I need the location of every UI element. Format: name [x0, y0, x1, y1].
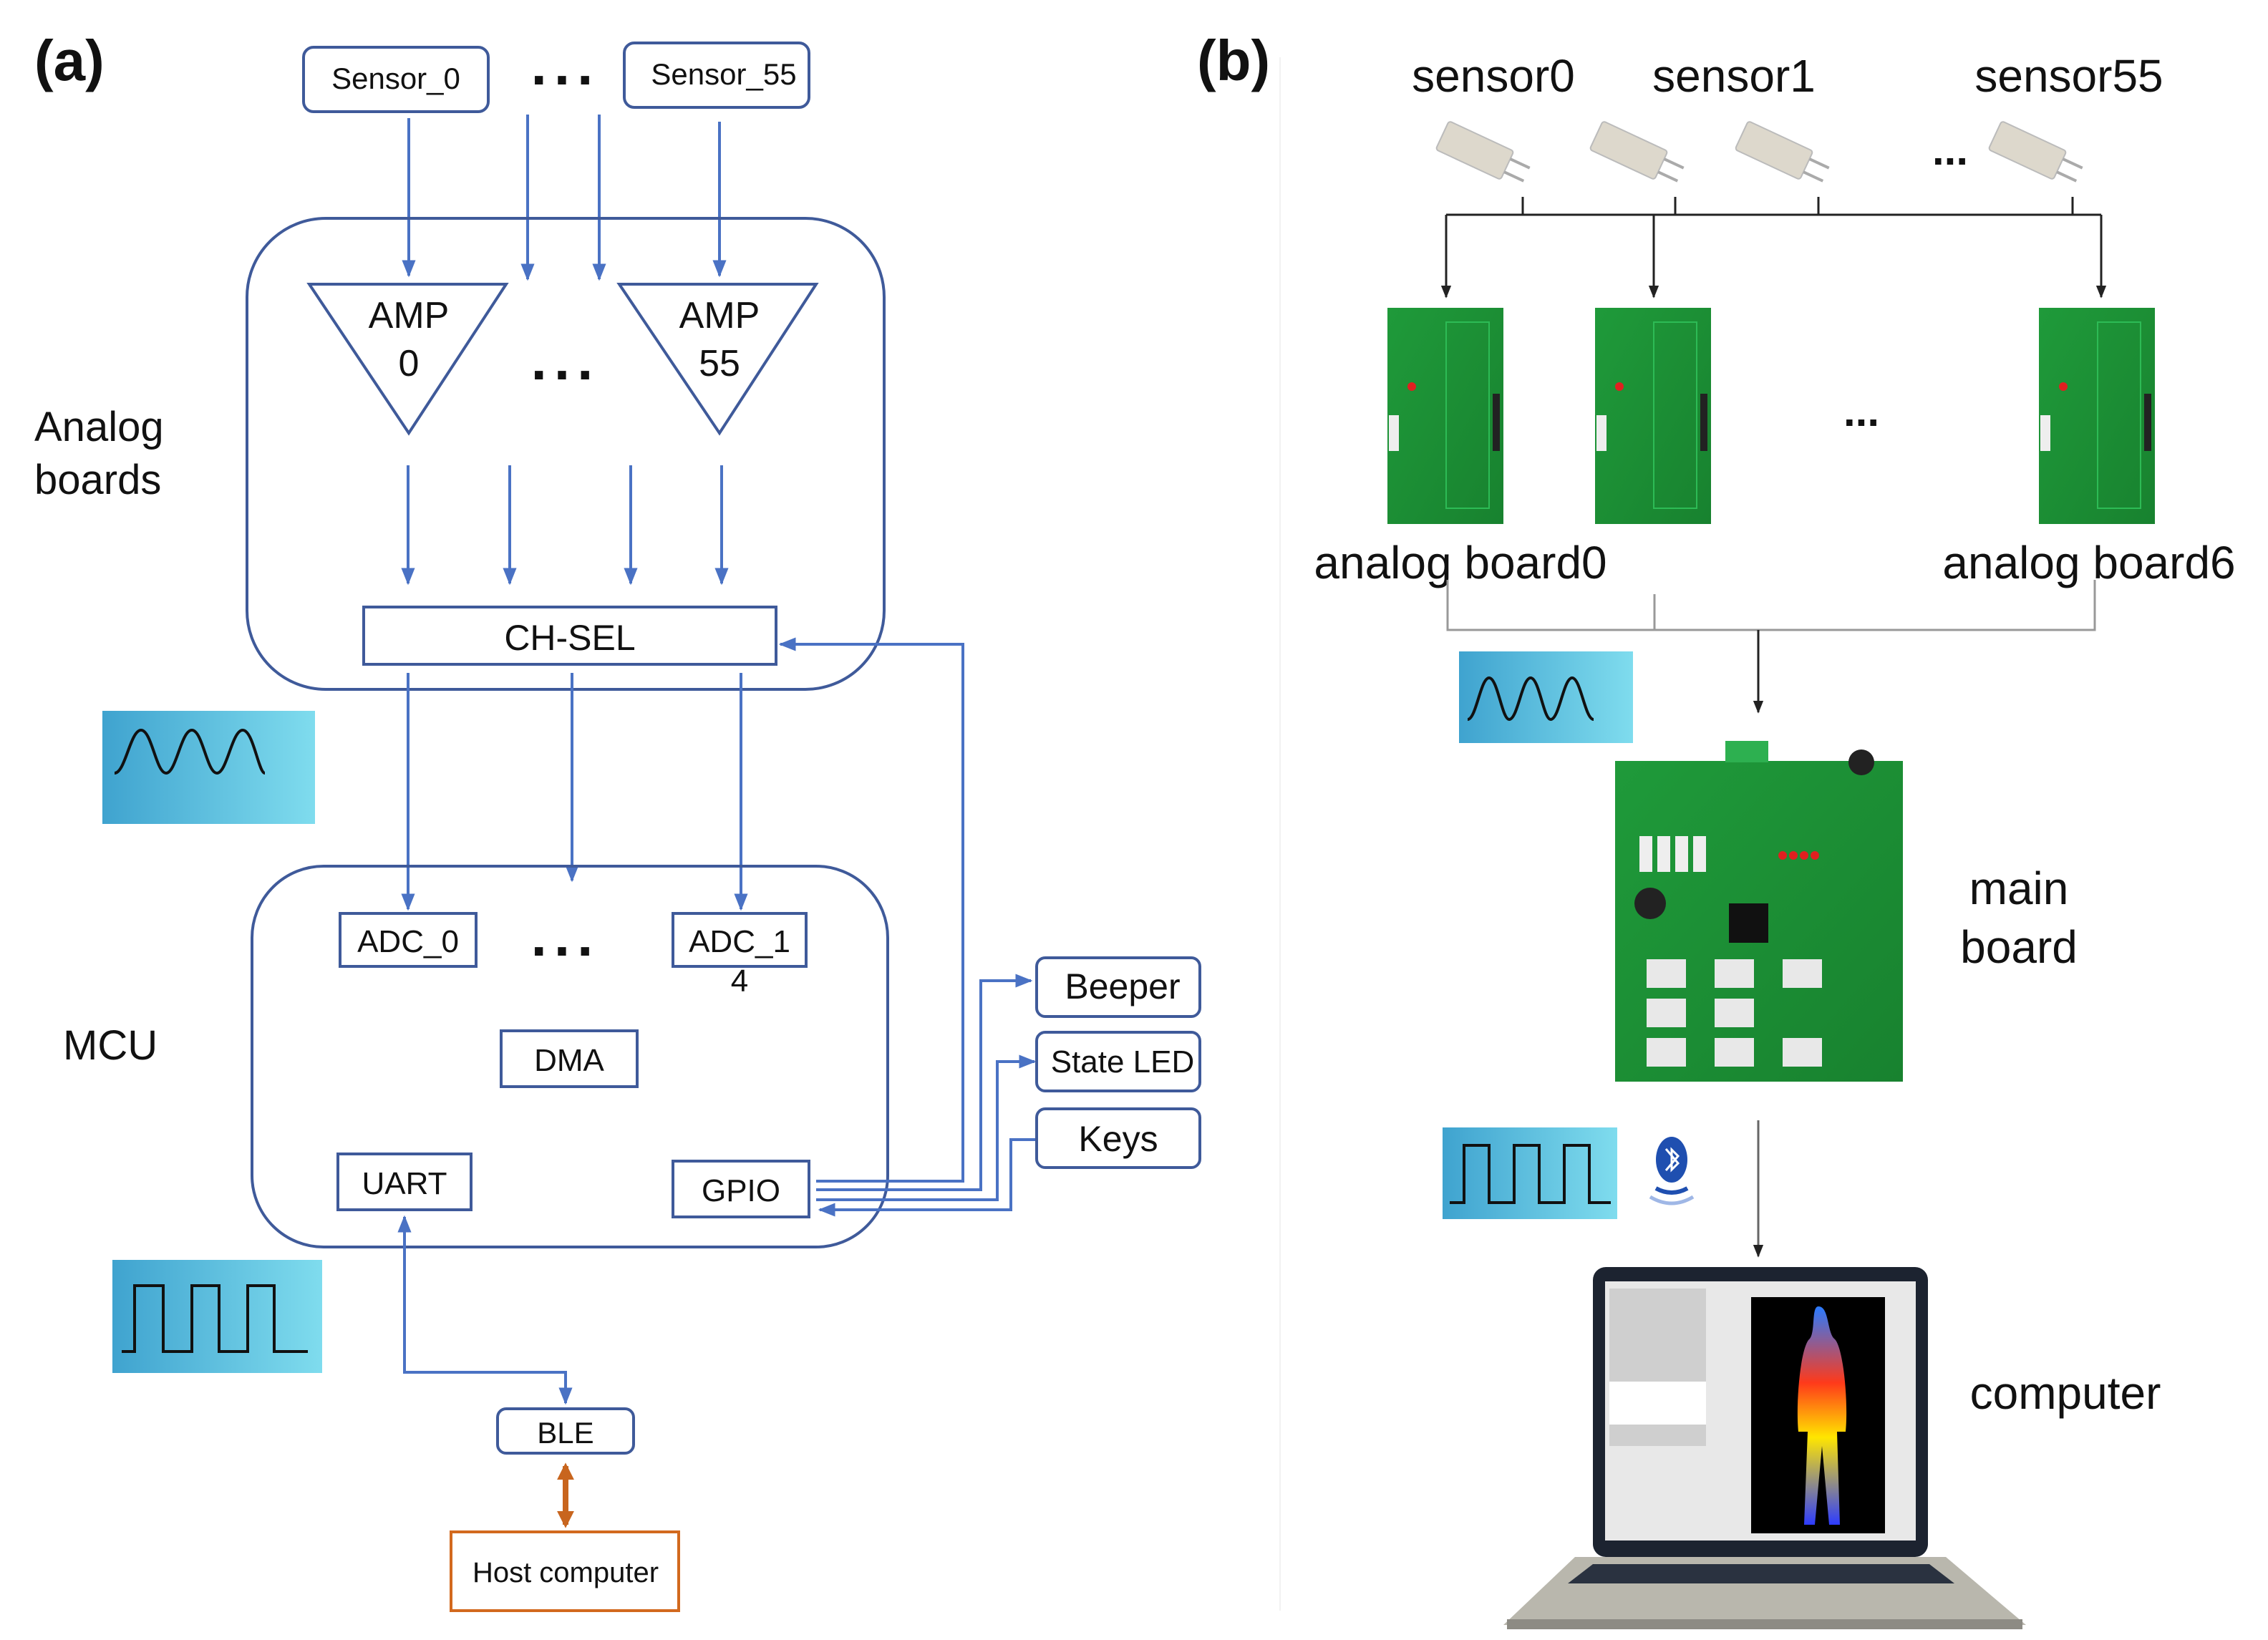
svg-text:Beeper: Beeper [1065, 966, 1180, 1006]
beeper-block: Beeper [1035, 956, 1201, 1018]
uart-ble-wire [403, 1217, 573, 1405]
svg-text:ADC_0: ADC_0 [357, 924, 459, 959]
mcu-label: MCU [63, 1022, 158, 1069]
svg-text:55: 55 [699, 343, 740, 384]
svg-text:ADC_1: ADC_1 [689, 924, 790, 959]
panel-b-label: (b) [1197, 29, 1270, 92]
square-wave-icon-b [1443, 1127, 1617, 1219]
sine-wave-icon [102, 711, 315, 824]
sensor-strip [1735, 121, 1830, 183]
panel-a-label: (a) [34, 29, 105, 92]
sensor0-label: sensor0 [1412, 50, 1575, 102]
mcu-group [251, 865, 889, 1248]
sensor-wires [402, 115, 727, 281]
svg-text:CH-SEL: CH-SEL [504, 618, 635, 658]
main-board-label-line2: board [1960, 921, 2078, 973]
chsel-adc-wires [401, 673, 748, 911]
sensor-strip [1988, 121, 2083, 183]
amp-55: AMP 55 [616, 283, 819, 436]
adc-ellipsis: ... [531, 904, 601, 968]
adc-0-block: ADC_0 [339, 912, 478, 968]
analog-board-6 [2039, 308, 2155, 524]
svg-text:BLE: BLE [537, 1416, 593, 1450]
svg-text:AMP: AMP [369, 295, 450, 336]
svg-text:AMP: AMP [679, 295, 760, 336]
analog-board0-label: analog board0 [1314, 537, 1606, 588]
main-board-label-line1: main [1969, 863, 2069, 914]
svg-text:0: 0 [399, 343, 420, 384]
amp-wires [401, 465, 729, 586]
analog-board6-label: analog board6 [1942, 537, 2235, 588]
bluetooth-icon [1649, 1137, 1695, 1205]
analog-bus [1446, 580, 2096, 714]
svg-text:UART: UART [362, 1166, 447, 1201]
state-led-block: State LED [1035, 1031, 1201, 1092]
analog-board-1 [1595, 308, 1711, 524]
svg-text:Sensor_55: Sensor_55 [651, 57, 796, 91]
svg-text:State LED: State LED [1051, 1044, 1195, 1079]
keys-block: Keys [1035, 1107, 1201, 1169]
analog-boards-label-line1: Analog [34, 404, 164, 450]
analog-boards-group [246, 217, 886, 691]
sensor-0-block: Sensor_0 [302, 46, 490, 113]
svg-text:DMA: DMA [534, 1043, 604, 1078]
ble-block: BLE [496, 1407, 635, 1455]
uart-block: UART [336, 1153, 472, 1211]
host-computer-block: Host computer [450, 1530, 680, 1612]
analog-board-0 [1387, 308, 1503, 524]
analog-board-ellipsis: ... [1843, 387, 1879, 435]
sensor-55-block: Sensor_55 [623, 42, 810, 109]
analog-boards-label-line2: boards [34, 457, 161, 503]
sensor-ellipsis: ... [531, 33, 601, 97]
sensor-strips [1435, 121, 2083, 183]
sensor-strip-ellipsis: ... [1932, 126, 1968, 174]
amp-ellipsis: ... [531, 328, 601, 392]
gpio-block: GPIO [672, 1160, 810, 1218]
computer-label: computer [1970, 1367, 2161, 1419]
square-wave-icon [112, 1260, 322, 1373]
gpio-wires [778, 637, 1037, 1217]
svg-text:Host computer: Host computer [472, 1557, 659, 1588]
amp-0: AMP 0 [306, 283, 509, 436]
sensor1-label: sensor1 [1652, 50, 1816, 102]
laptop [1503, 1267, 2026, 1629]
svg-text:Sensor_0: Sensor_0 [331, 62, 460, 95]
svg-text:GPIO: GPIO [702, 1173, 780, 1208]
sensor-strip [1589, 121, 1685, 183]
sensor55-label: sensor55 [1974, 50, 2163, 102]
main-board [1615, 741, 1903, 1082]
sensor-bus [1440, 197, 2107, 299]
adc-14-block: ADC_1 4 [672, 912, 808, 999]
sensor-strip [1435, 121, 1531, 183]
svg-text:Keys: Keys [1078, 1119, 1158, 1159]
sine-wave-icon-b [1459, 651, 1633, 743]
dma-block: DMA [500, 1029, 639, 1088]
ch-sel-block: CH-SEL [362, 606, 777, 666]
svg-text:4: 4 [731, 964, 748, 999]
